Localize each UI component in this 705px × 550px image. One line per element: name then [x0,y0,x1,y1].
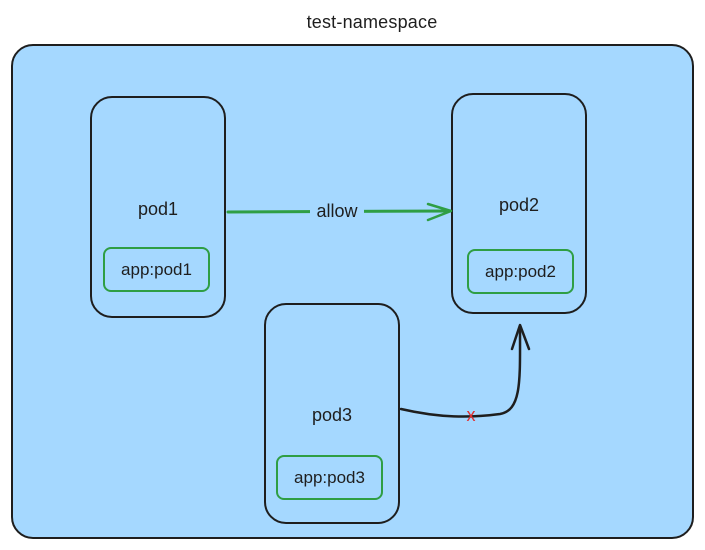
pod2-node: pod2 app:pod2 [451,93,587,314]
allow-label: allow [310,201,364,222]
pod2-name: pod2 [498,195,540,215]
pod2-label-tag: app:pod2 [467,249,574,294]
pod3-label-tag: app:pod3 [276,455,383,500]
pod1-name: pod1 [137,199,179,219]
pod1-node: pod1 app:pod1 [90,96,226,318]
pod3-name: pod3 [311,405,353,425]
namespace-title: test-namespace [306,12,438,32]
pod1-label-tag: app:pod1 [103,247,210,292]
pod3-node: pod3 app:pod3 [264,303,400,524]
deny-x-mark: x [466,405,476,425]
